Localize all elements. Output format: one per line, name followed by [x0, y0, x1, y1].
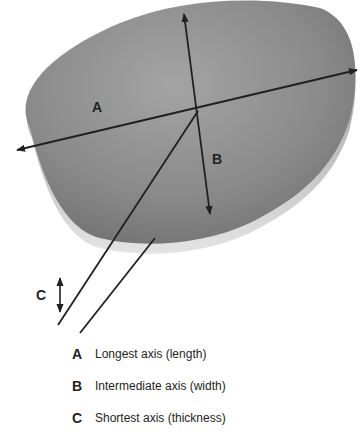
- legend-text: Shortest axis (thickness): [95, 412, 226, 425]
- axis-c-line: [80, 238, 155, 333]
- axis-c-line: [58, 111, 198, 325]
- axis-letter: C: [36, 288, 46, 303]
- legend-letter: B: [72, 379, 82, 394]
- legend-letter: C: [72, 411, 82, 426]
- legend-letter: A: [72, 347, 82, 362]
- axis-letter: A: [92, 100, 102, 115]
- legend-text: Longest axis (length): [95, 348, 206, 361]
- axis-letter: B: [212, 152, 222, 167]
- legend-text: Intermediate axis (width): [95, 380, 226, 393]
- axis-a-arrow: [17, 70, 357, 150]
- thickness-arrow: [59, 278, 61, 312]
